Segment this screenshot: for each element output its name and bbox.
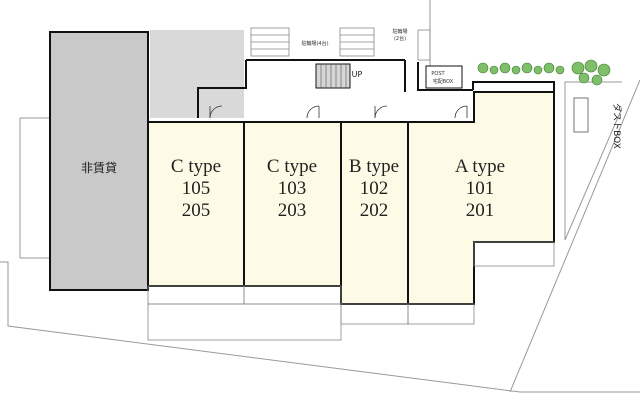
unit-103-number: 103 bbox=[278, 178, 307, 199]
units bbox=[147, 91, 555, 305]
bike-parking-left bbox=[250, 27, 375, 57]
unit-103-type: C type bbox=[267, 156, 317, 177]
balconies bbox=[147, 241, 555, 341]
post-box bbox=[425, 65, 463, 89]
unit-105-number: 105 bbox=[182, 178, 211, 199]
unit-105 bbox=[147, 121, 245, 287]
dust-box-label: ダストBOX bbox=[611, 103, 623, 149]
greenery bbox=[477, 59, 611, 86]
unit-205-number: 205 bbox=[182, 200, 211, 221]
bike-parking-right-label: 駐輪場 bbox=[392, 28, 407, 35]
bike-parking-right bbox=[417, 29, 431, 61]
dust-box bbox=[573, 97, 589, 133]
post-label: POST bbox=[431, 71, 445, 77]
unit-105-type: C type bbox=[171, 156, 221, 177]
bike-parking-right-count: (2台) bbox=[394, 35, 406, 42]
unit-203-number: 203 bbox=[278, 200, 307, 221]
unit-201-number: 201 bbox=[466, 200, 495, 221]
bike-parking-left-label: 駐輪場(4台) bbox=[301, 40, 328, 47]
site-boundary bbox=[0, 0, 640, 393]
non-rental-label: 非賃貸 bbox=[81, 160, 117, 175]
post-delivery-label: 宅配BOX bbox=[433, 78, 454, 85]
unit-103 bbox=[243, 121, 342, 287]
stairs-up-label: UP bbox=[352, 70, 363, 79]
unit-101-number: 101 bbox=[466, 178, 495, 199]
unit-102-number: 102 bbox=[360, 178, 389, 199]
unit-101-type: A type bbox=[455, 156, 505, 177]
stairs bbox=[315, 63, 351, 89]
unit-102 bbox=[340, 121, 409, 305]
unit-202-number: 202 bbox=[360, 200, 389, 221]
unit-102-type: B type bbox=[349, 156, 399, 177]
doors bbox=[209, 105, 468, 119]
unit-labels: C type 105 205 C type 103 203 B type 102… bbox=[171, 156, 505, 221]
